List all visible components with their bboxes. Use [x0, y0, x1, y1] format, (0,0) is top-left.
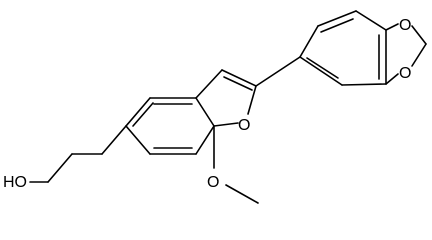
bond-dioxole-benzo-5	[341, 83, 387, 86]
bond-benzo-5	[125, 125, 151, 155]
bond-benzo-3	[195, 125, 215, 155]
bond-dioxole-benzo-6-inner	[306, 57, 339, 79]
ring-oxygen-label: O	[238, 117, 250, 134]
bond-dioxole-benzo-2	[317, 10, 357, 27]
bond-chain-1	[101, 125, 127, 155]
bond-dioxole-benzo-1	[299, 25, 319, 58]
bond-furan-c3-c2	[221, 69, 257, 87]
bond-furan-c3a-c3	[195, 69, 223, 99]
hydroxyl-label: HO	[3, 174, 27, 191]
bond-furan-o-c7a	[213, 122, 239, 127]
structure-canvas: O O O O HO	[3, 10, 427, 204]
dioxole-oxygen-bottom-label: O	[399, 65, 411, 82]
bond-benzo-6-inner	[132, 102, 154, 127]
bond-aryl-link	[255, 56, 301, 87]
bond-o-methyl	[225, 184, 259, 204]
methoxy-oxygen-label: O	[207, 174, 219, 191]
molecule-drawing: O O O O HO	[3, 10, 427, 204]
bond-dioxole-c-o-top	[385, 23, 399, 31]
bond-dioxole-benzo-6	[299, 56, 343, 86]
bond-furan-c2-o	[247, 85, 257, 115]
bond-furan-c3-c2-inner	[223, 76, 253, 91]
bond-dioxole-benzo-3	[355, 10, 387, 31]
bond-chain-3	[47, 153, 73, 183]
dioxole-oxygen-top-label: O	[399, 17, 411, 34]
bond-benzo-2	[195, 97, 215, 127]
bond-dioxole-benzo-2-inner	[320, 18, 354, 33]
bond-dioxole-o-top-ch2	[411, 25, 427, 45]
bond-benzo-6	[125, 97, 151, 127]
bond-dioxole-ch2-o-bottom	[411, 43, 427, 67]
bond-dioxole-o-bottom-c	[385, 73, 399, 85]
